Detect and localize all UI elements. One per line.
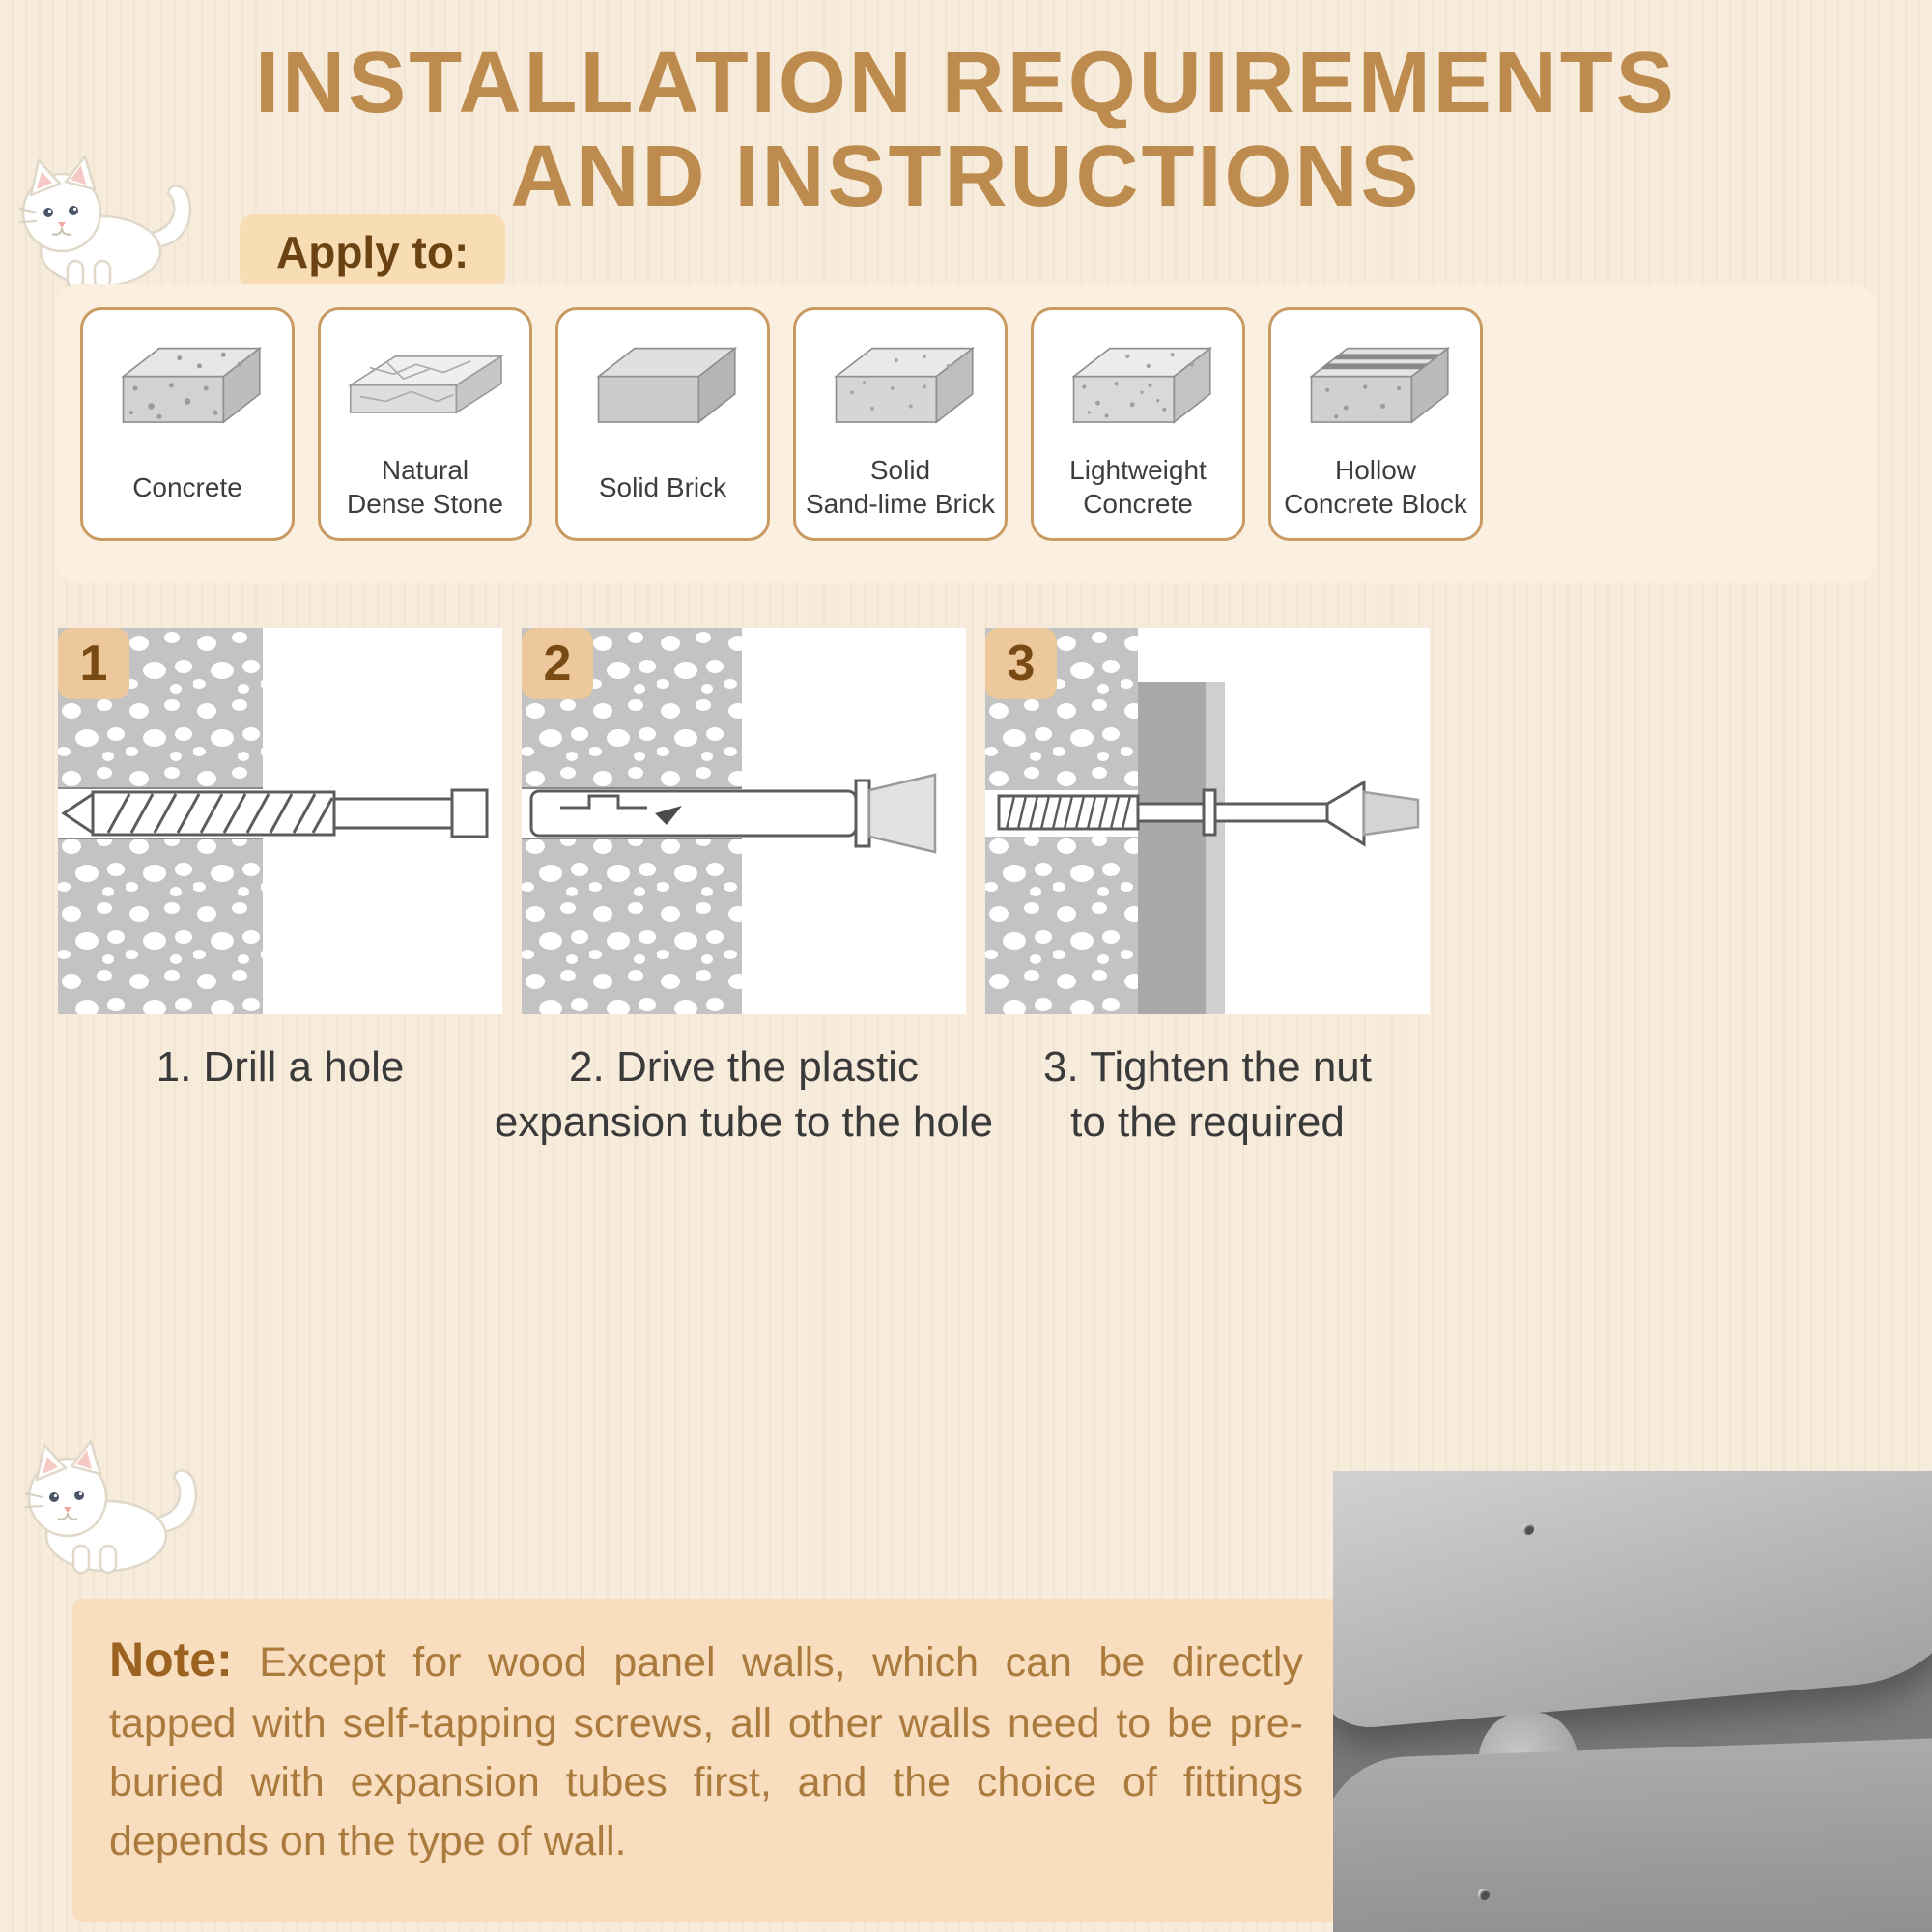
note-label: Note: (109, 1633, 233, 1687)
material-label: Solid Brick (598, 471, 727, 502)
step-2-illustration: 2 (522, 628, 966, 1014)
apply-to-label: Apply to: (240, 214, 506, 290)
page-title: INSTALLATION REQUIREMENTS AND INSTRUCTIO… (0, 35, 1932, 226)
hollow-concrete-block-icon (1309, 346, 1451, 424)
step-3-caption: 3. Tighten the nut to the required (1042, 1043, 1373, 1147)
material-label: Concrete (132, 471, 242, 502)
page-title-line-1: INSTALLATION REQUIREMENTS (255, 35, 1677, 131)
cat-icon (24, 1439, 198, 1575)
material-card-concrete: Concrete (80, 307, 295, 541)
step-1: 1 1. Drill a hole (58, 628, 502, 1094)
material-card-hollow-concrete-block: Hollow Concrete Block (1268, 307, 1483, 541)
cat-icon (18, 155, 192, 290)
materials-panel: Concrete (55, 284, 1877, 583)
screw-dot-icon (1522, 1523, 1534, 1535)
step-3-illustration: 3 (985, 628, 1430, 1014)
material-card-natural-dense-stone: Natural Dense Stone (318, 307, 532, 541)
step-3: 3 3. Tighten the nut to the required (985, 628, 1430, 1150)
note-text: Except for wood panel walls, which can b… (109, 1639, 1303, 1865)
material-label: Solid Sand-lime Brick (805, 455, 996, 519)
step-2: 2 2. Drive the plastic expansion tube to… (495, 628, 993, 1150)
solid-brick-icon (596, 346, 738, 424)
cat-illustration-bottom (17, 1437, 211, 1582)
material-card-sand-lime-brick: Solid Sand-lime Brick (793, 307, 1008, 541)
material-label: Hollow Concrete Block (1284, 455, 1467, 519)
step-3-number-badge: 3 (985, 628, 1057, 699)
step-1-illustration: 1 (58, 628, 502, 1014)
step-2-caption: 2. Drive the plastic expansion tube to t… (494, 1043, 994, 1147)
material-label: Natural Dense Stone (347, 455, 503, 519)
step-1-caption: 1. Drill a hole (156, 1043, 405, 1091)
product-photo (1333, 1471, 1932, 1932)
lightweight-concrete-icon (1071, 346, 1213, 424)
step-1-number-badge: 1 (58, 628, 129, 699)
screw-dot-icon (1478, 1889, 1490, 1900)
natural-dense-stone-icon (347, 355, 504, 414)
materials-cards: Concrete (55, 284, 1877, 541)
material-card-solid-brick: Solid Brick (555, 307, 770, 541)
sand-lime-brick-icon (834, 346, 976, 424)
plush-shelf-top (1333, 1471, 1932, 1732)
step-2-number-badge: 2 (522, 628, 593, 699)
material-card-lightweight-concrete: Lightweight Concrete (1031, 307, 1245, 541)
material-label: Lightweight Concrete (1069, 455, 1207, 519)
plush-shelf-bottom (1333, 1737, 1932, 1932)
cat-illustration-top (12, 153, 205, 298)
note-box: Note: Except for wood panel walls, which… (72, 1599, 1340, 1922)
page-title-line-2: AND INSTRUCTIONS (510, 128, 1422, 226)
concrete-block-icon (121, 346, 263, 424)
